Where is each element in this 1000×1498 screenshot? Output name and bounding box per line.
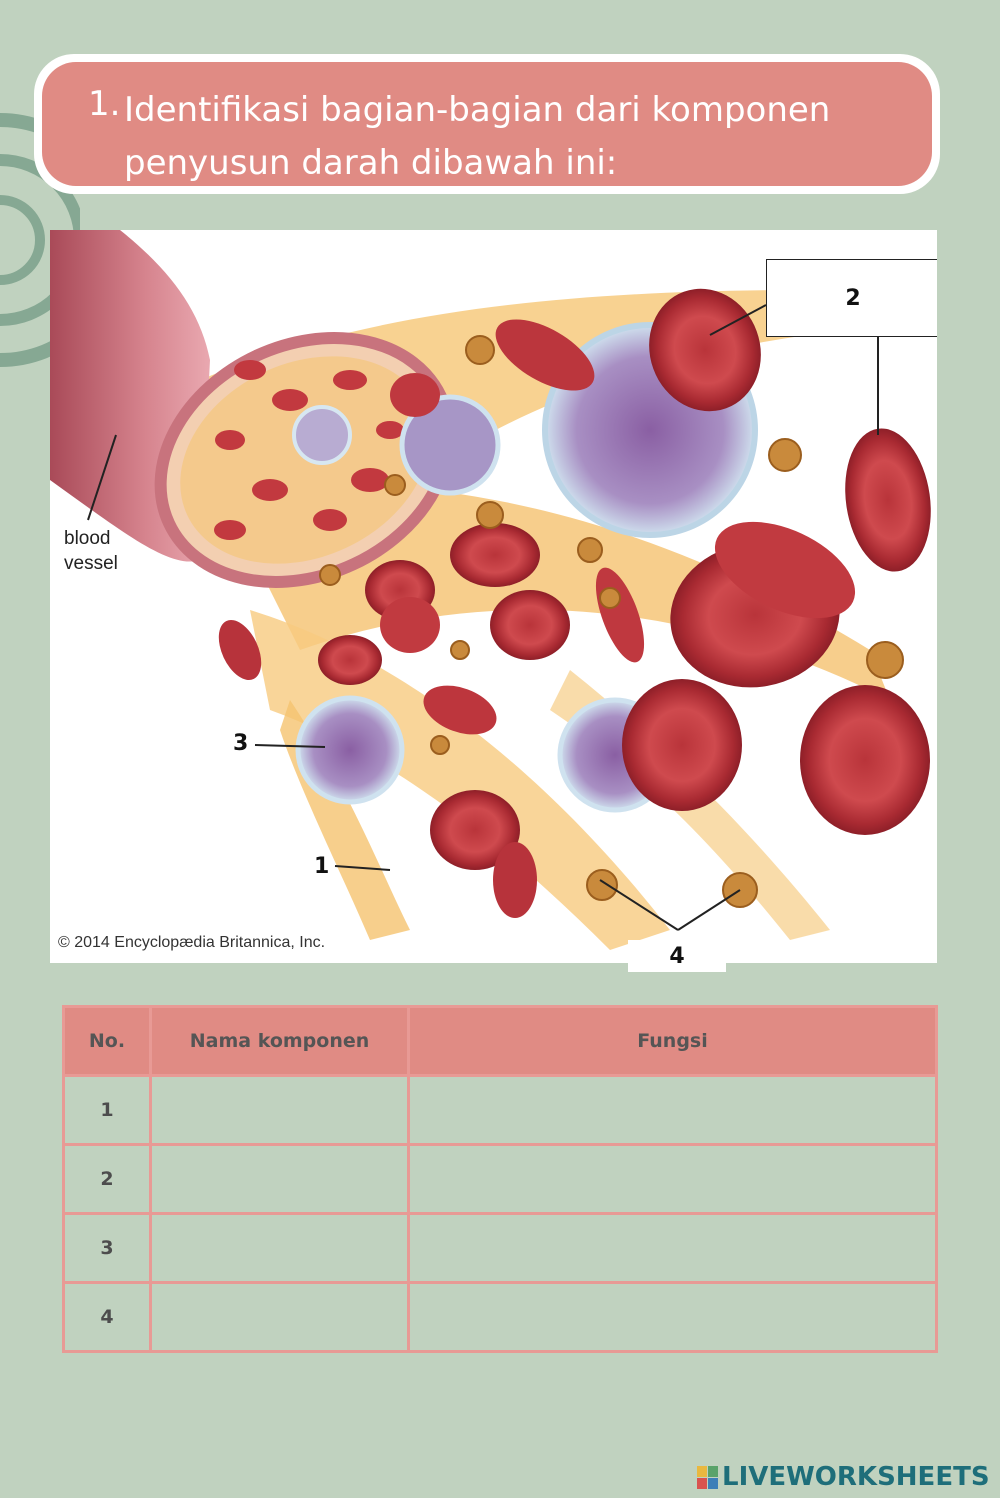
blood-components-illustration: blood vessel 2 3 1 © 2014 Encyclopædia B… (50, 230, 937, 963)
fungsi-cell[interactable] (407, 1212, 938, 1284)
answer-table: No. Nama komponen Fungsi 1 2 3 4 (62, 1005, 938, 1353)
copyright-text: © 2014 Encyclopædia Britannica, Inc. (58, 934, 326, 951)
nama-komponen-cell[interactable] (149, 1143, 410, 1215)
question-number: 1. (88, 84, 121, 124)
label-4: 4 (628, 940, 726, 972)
label-2-box: 2 (766, 259, 937, 337)
question-text-line2: penyusun darah dibawah ini: (124, 143, 618, 183)
label-1: 1 (314, 854, 330, 879)
question-box-inner: 1. Identifikasi bagian-bagian dari kompo… (42, 62, 932, 186)
blood-vessel-label-line2: vessel (64, 553, 118, 574)
table-row: 2 (62, 1143, 938, 1215)
fungsi-cell[interactable] (407, 1074, 938, 1146)
fungsi-cell[interactable] (407, 1281, 938, 1353)
fungsi-cell[interactable] (407, 1143, 938, 1215)
question-text: Identifikasi bagian-bagian dari komponen… (124, 84, 904, 190)
brand-wordmark: LIVEWORKSHEETS (722, 1462, 990, 1492)
label-3: 3 (233, 731, 249, 756)
header-nama-komponen: Nama komponen (149, 1005, 410, 1077)
blood-vessel-label: blood vessel (64, 526, 118, 576)
row-number: 4 (62, 1281, 152, 1353)
row-number: 2 (62, 1143, 152, 1215)
nama-komponen-cell[interactable] (149, 1074, 410, 1146)
nama-komponen-cell[interactable] (149, 1281, 410, 1353)
blood-vessel-label-line1: blood (64, 528, 111, 549)
table-header-row: No. Nama komponen Fungsi (62, 1005, 938, 1077)
table-row: 4 (62, 1281, 938, 1353)
row-number: 3 (62, 1212, 152, 1284)
table-row: 1 (62, 1074, 938, 1146)
row-number: 1 (62, 1074, 152, 1146)
table-row: 3 (62, 1212, 938, 1284)
liveworksheets-logo-icon (697, 1466, 718, 1489)
header-no: No. (62, 1005, 152, 1077)
nama-komponen-cell[interactable] (149, 1212, 410, 1284)
header-fungsi: Fungsi (407, 1005, 938, 1077)
question-text-line1: Identifikasi bagian-bagian dari komponen (124, 90, 831, 130)
question-box: 1. Identifikasi bagian-bagian dari kompo… (34, 54, 940, 194)
blood-illustration-svg (50, 230, 931, 950)
